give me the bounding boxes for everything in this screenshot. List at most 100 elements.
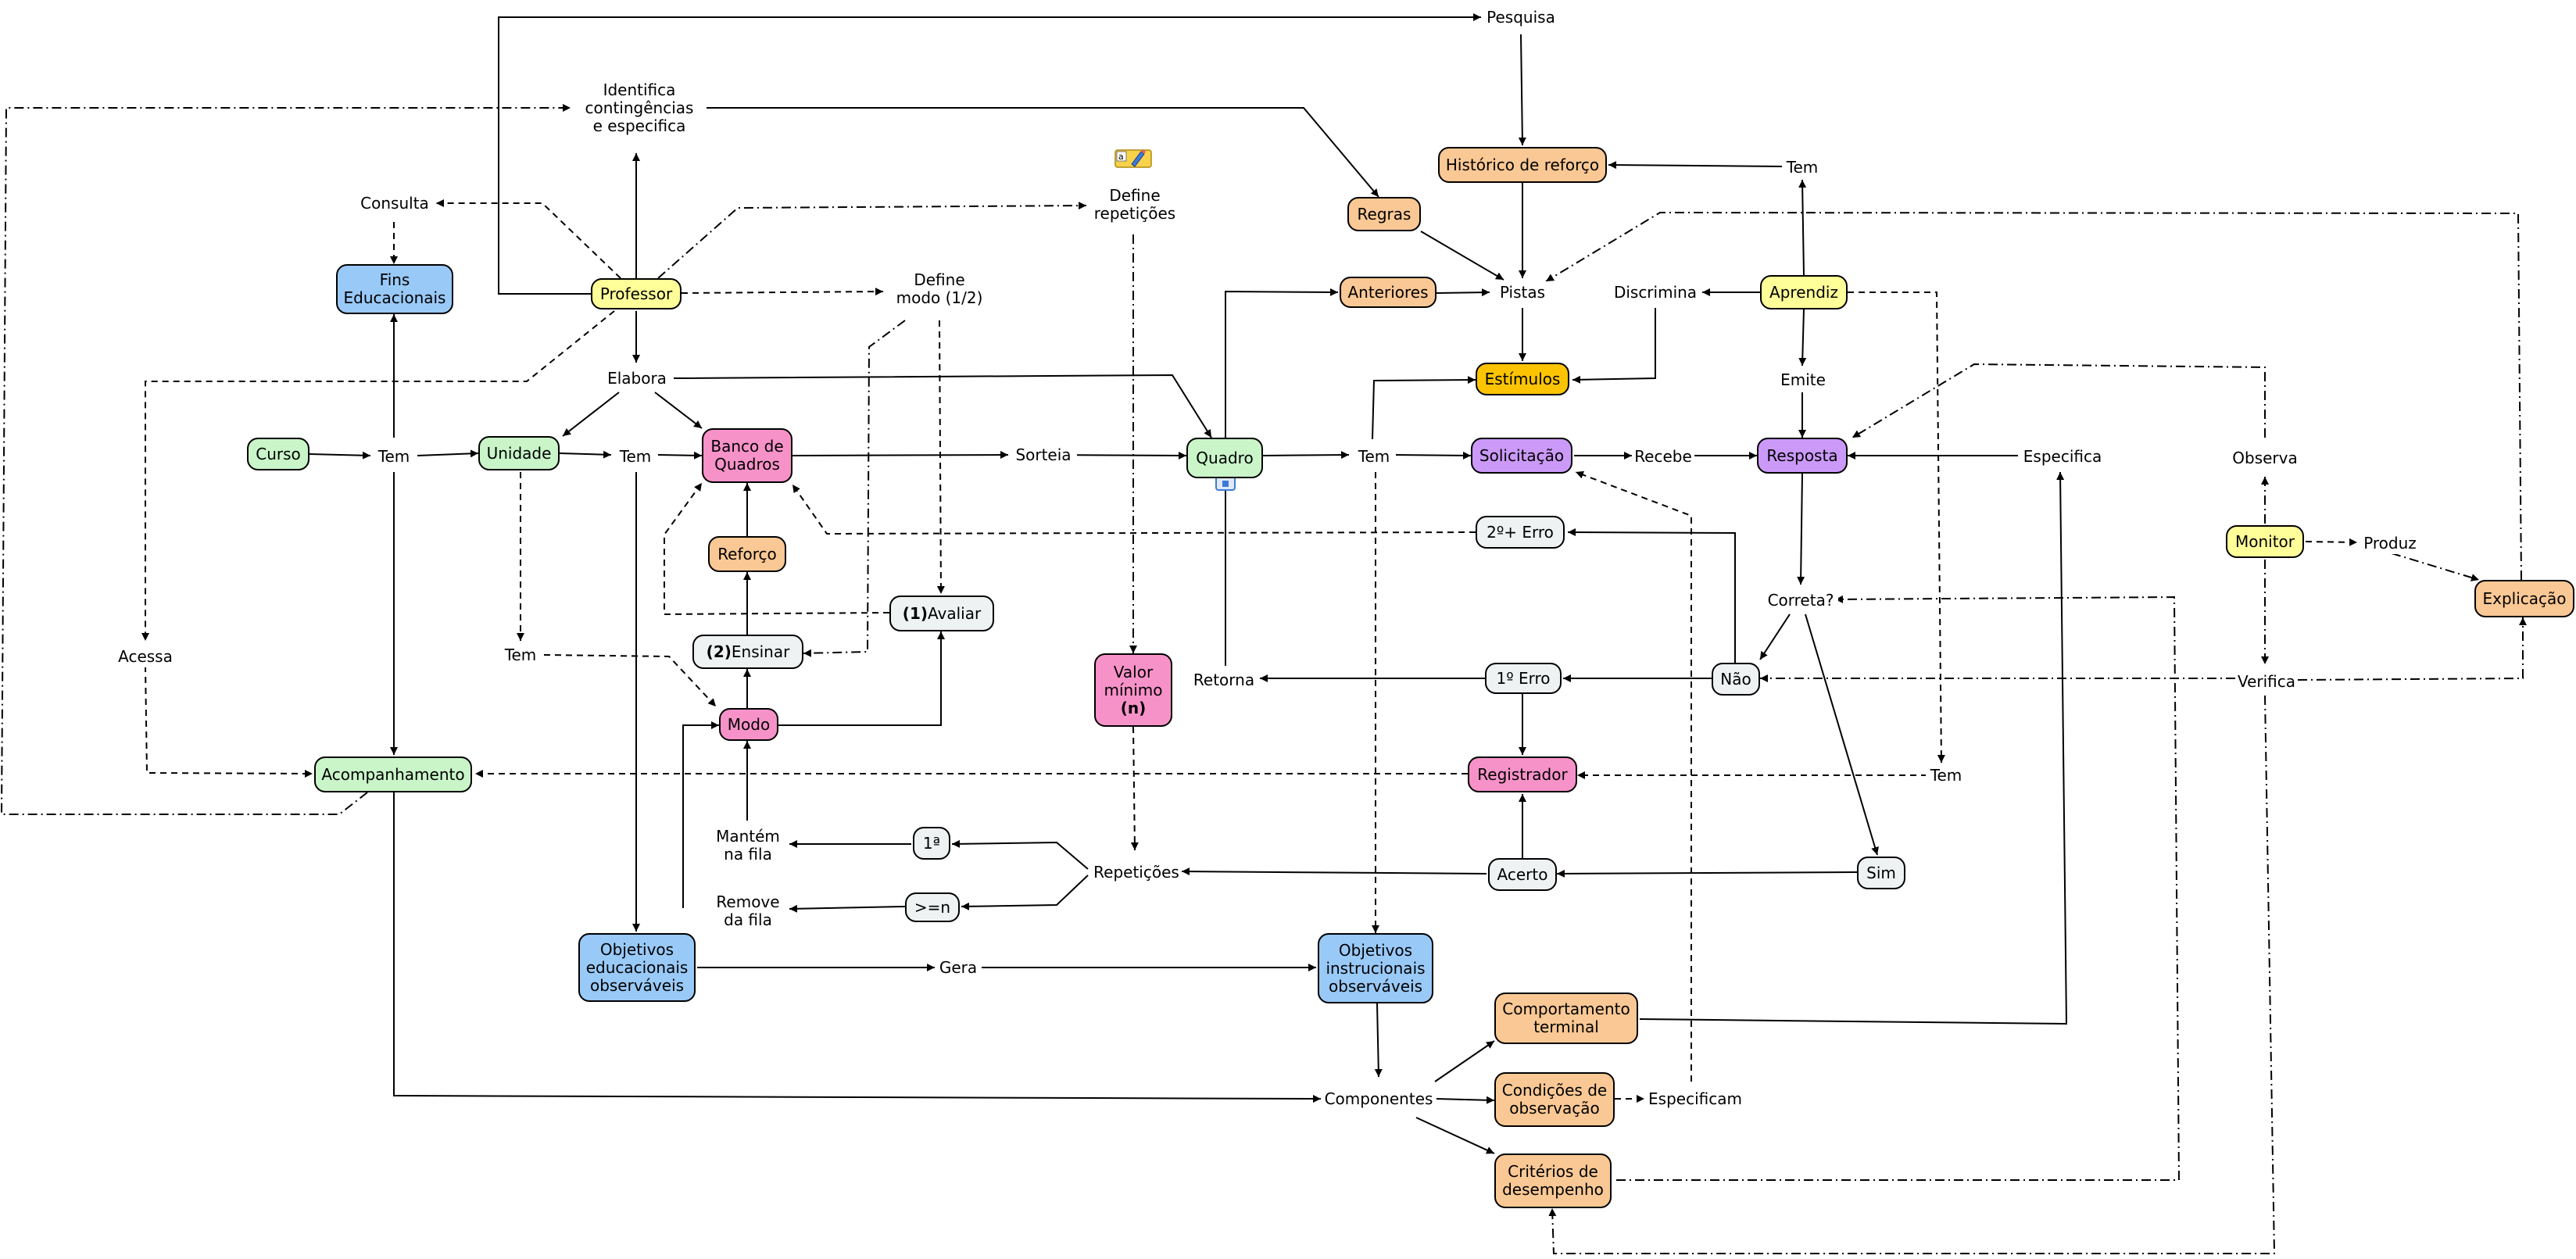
- sorteia-label: Sorteia: [1010, 444, 1077, 466]
- edge-remove-modo: [682, 721, 719, 908]
- pistas-label: Pistas: [1491, 281, 1554, 303]
- especificam-label: Especificam: [1646, 1088, 1744, 1110]
- edge-acerto-repeticoes: [1181, 867, 1487, 876]
- edge-verifica-criterios: [1548, 695, 2276, 1254]
- erro1-node[interactable]: 1º Erro: [1485, 663, 1562, 694]
- anteriores-node[interactable]: Anteriores: [1340, 277, 1436, 308]
- professor-node[interactable]: Professor: [591, 278, 682, 309]
- edge-regras-pistas: [1420, 231, 1504, 281]
- retorna-label: Retorna: [1188, 669, 1260, 691]
- valor-minimo-text: Valor mínimo: [1104, 662, 1163, 699]
- edge-professor-consulta: [436, 199, 621, 279]
- edge-definemodo-ensinar: [803, 320, 906, 657]
- edge-explicacao-pistas: [1545, 211, 2522, 581]
- remove-label: Remove da fila: [708, 891, 788, 932]
- valor-minimo-node[interactable]: Valor mínimo(n): [1094, 653, 1172, 727]
- gera-label: Gera: [936, 957, 980, 978]
- estimulos-node[interactable]: Estímulos: [1476, 363, 1569, 395]
- avaliar-node[interactable]: (1) Avaliar: [889, 596, 994, 631]
- edge-professor-acessa: [141, 310, 615, 641]
- nao-node[interactable]: Não: [1712, 663, 1760, 696]
- objetivos-instrucionais-node[interactable]: Objetivos instrucionais observáveis: [1318, 933, 1433, 1003]
- edge-quadro-tem: [1262, 451, 1350, 460]
- tem-modo-label: Tem: [500, 644, 541, 666]
- edge-aprendiz-tem: [1798, 179, 1807, 276]
- curso-node[interactable]: Curso: [247, 438, 309, 470]
- svg-text:a: a: [1118, 152, 1124, 162]
- elabora-label: Elabora: [602, 367, 672, 389]
- define-modo-label: Define modo (1/2): [886, 269, 993, 309]
- observa-label: Observa: [2229, 447, 2301, 469]
- edge-rep-maior: [961, 875, 1089, 910]
- edge-tem-banco: [657, 451, 703, 460]
- verifica-label: Verifica: [2235, 671, 2298, 692]
- edge-tem-unidade: [417, 449, 479, 458]
- reforco-node[interactable]: Reforço: [708, 536, 786, 572]
- edge-tem-historico: [1608, 161, 1783, 170]
- resposta-node[interactable]: Resposta: [1757, 438, 1848, 474]
- acompanhamento-node[interactable]: Acompanhamento: [314, 756, 472, 792]
- edge-erro2-banco: [792, 484, 1476, 535]
- primeira-node[interactable]: 1ª: [913, 827, 950, 860]
- edge-acomp-identifica: [0, 104, 571, 815]
- emite-label: Emite: [1776, 369, 1830, 391]
- edge-criterios-correta: [1616, 595, 2181, 1181]
- registrador-node[interactable]: Registrador: [1468, 756, 1577, 792]
- ensinar-number: (2): [706, 642, 732, 661]
- pesquisa-label: Pesquisa: [1483, 6, 1558, 28]
- edge-acessa-acomp: [145, 665, 313, 778]
- edge-terminal-especifica: [1639, 471, 2068, 1025]
- edge-sim-acerto: [1556, 869, 1858, 878]
- correta-label: Correta?: [1763, 589, 1838, 611]
- regras-node[interactable]: Regras: [1347, 197, 1421, 231]
- edge-verifica-explicacao: [2297, 617, 2527, 681]
- aprendiz-node[interactable]: Aprendiz: [1760, 275, 1848, 309]
- acerto-node[interactable]: Acerto: [1488, 858, 1557, 891]
- edge-identifica-regras: [707, 107, 1379, 198]
- modo-node[interactable]: Modo: [719, 708, 778, 741]
- edge-acomp-componentes: [393, 792, 1322, 1103]
- edge-objinst-componentes: [1374, 1003, 1383, 1078]
- historico-reforco-node[interactable]: Histórico de reforço: [1438, 147, 1607, 183]
- componentes-label: Componentes: [1322, 1088, 1435, 1110]
- criterios-desempenho-node[interactable]: Critérios de desempenho: [1494, 1153, 1612, 1208]
- tem-historico-label: Tem: [1784, 156, 1821, 178]
- objetivos-educacionais-node[interactable]: Objetivos educacionais observáveis: [578, 933, 696, 1002]
- edge-observa-resposta: [1852, 363, 2266, 438]
- monitor-node[interactable]: Monitor: [2226, 525, 2304, 558]
- condicoes-observacao-node[interactable]: Condições de observação: [1494, 1072, 1615, 1127]
- edge-discrimina-estimulos: [1572, 308, 1656, 384]
- edge-quadro-anteriores: [1225, 288, 1339, 438]
- solicitacao-node[interactable]: Solicitação: [1471, 438, 1572, 474]
- edge-comp-criterios: [1415, 1117, 1495, 1154]
- tem-curso-label: Tem: [374, 445, 414, 467]
- fins-educacionais-node[interactable]: Fins Educacionais: [336, 264, 453, 314]
- edge-elabora-quadro: [673, 374, 1212, 438]
- erro2-node[interactable]: 2º+ Erro: [1476, 516, 1565, 549]
- recebe-label: Recebe: [1633, 445, 1693, 467]
- edge-professor-definerep: [657, 202, 1087, 279]
- banco-quadros-node[interactable]: Banco de Quadros: [702, 428, 792, 483]
- edge-maior-remove: [789, 904, 906, 913]
- maior-igual-n-node[interactable]: >=n: [905, 892, 960, 922]
- edge-avaliar-banco: [664, 482, 890, 616]
- edge-correta-sim: [1805, 613, 1879, 856]
- edge-especificam-solicitacao: [1575, 470, 1692, 1082]
- edge-resposta-correta: [1797, 473, 1805, 585]
- edge-anteriores-pistas: [1436, 288, 1490, 297]
- sim-node[interactable]: Sim: [1857, 857, 1905, 889]
- consulta-label: Consulta: [356, 192, 433, 214]
- ensinar-node[interactable]: (2) Ensinar: [692, 635, 803, 669]
- edge-pesquisa-historico: [1518, 34, 1526, 146]
- text-edit-icon[interactable]: a: [1114, 147, 1152, 169]
- edge-nao-erro2: [1567, 528, 1736, 663]
- edge-comp-terminal: [1434, 1040, 1495, 1082]
- explicacao-node[interactable]: Explicação: [2474, 580, 2574, 617]
- unidade-node[interactable]: Unidade: [478, 436, 560, 470]
- edge-banco-sorteia: [792, 451, 1009, 460]
- tem-registrador-label: Tem: [1926, 764, 1966, 786]
- quadro-node[interactable]: Quadro: [1186, 438, 1263, 478]
- comportamento-terminal-node[interactable]: Comportamento terminal: [1494, 993, 1638, 1044]
- edge-tem-solicitacao: [1392, 451, 1472, 460]
